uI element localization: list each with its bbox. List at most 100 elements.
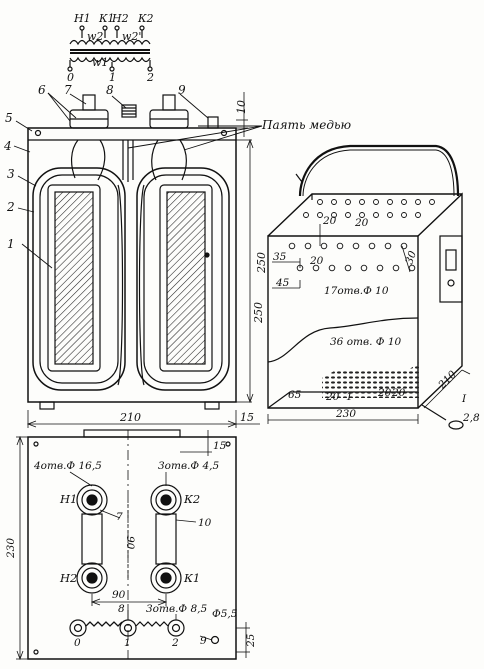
callout-number: 9 [178,83,186,97]
mounting-screw [33,441,39,447]
winding-coil-inner [39,174,119,384]
terminal-label: Н2 [59,571,77,585]
terminal-k1 [150,562,182,594]
terminal-label: 1 [124,637,131,649]
front-dimensions [26,92,260,428]
schematic-terminal-label: К2 [137,12,154,25]
schematic-winding-label: w2 [87,30,103,43]
terminal-label: Н1 [59,492,77,506]
core-yoke [117,184,145,386]
dimension-label: 90 [124,536,136,550]
transformer-housing [27,127,237,403]
lead-wires [71,139,187,181]
handle-bracket-slot [445,249,457,271]
dimension-label: 20 [354,217,369,229]
front-holes [288,242,416,272]
bracket-rivet [447,279,455,287]
callout-number: 1 [7,237,15,251]
winding-coil-outer [32,167,126,391]
handle-bracket [439,235,463,303]
schematic-terminal-label: К1 [98,12,115,25]
dimension-label: 30 [403,249,419,266]
dimension-label: 65 [288,389,302,401]
holes-note: Ф5,5 [212,608,238,620]
dimension-label: 210 [119,411,141,424]
dimension-label: 250 [255,252,268,274]
lead-wires [122,140,134,182]
magnetic-core-window [47,184,101,372]
housing-foot [204,401,220,410]
case-dimensions [267,224,471,424]
dimension-label: 230 [5,538,17,559]
wall-detail-ellipse [448,420,464,430]
plan-dimensions [16,430,250,661]
schematic-winding-label: w2' [122,30,141,43]
core-marker [204,252,210,258]
callout-number: 5 [5,111,13,125]
magnetic-core-window [159,184,213,372]
terminal-dot [79,25,85,31]
mounting-screw [33,649,39,655]
primary-winding-coil [69,56,151,63]
terminal-k2 [150,484,182,516]
callout-number: 6 [38,83,46,97]
holes-note: 3отв.Ф 4,5 [158,460,219,472]
terminal-h1 [76,484,108,516]
terminal-dot [114,25,120,31]
case-isometric-view [267,144,464,430]
dimension-label: 250 [252,302,265,324]
bus-bar [155,513,177,565]
winding-schematic [67,25,153,72]
terminal-bolt [82,94,96,111]
winding-coil-outer [136,167,230,391]
carrying-handle [298,144,460,197]
front-view [27,94,237,410]
dimension-label: 1 [346,391,353,403]
terminal-bolt [207,116,219,129]
terminal-dot [67,66,73,72]
schematic-terminal-label: 0 [67,71,74,84]
dimension-label: 35 [273,251,287,263]
holes-note: 36 отв. Ф 10 [330,336,401,348]
callout-number: 3 [7,167,15,181]
dimension-label: 230 [335,408,356,420]
terminal-dot [139,25,145,31]
terminal-h2 [76,562,108,594]
terminal-dot [109,66,115,72]
mounting-screw [34,129,42,137]
holes-note: 3отв.Ф 8,5 [146,603,207,615]
plate-lip [83,429,181,438]
schematic-terminal-label: 2 [146,71,154,84]
dimension-label: 45 [275,277,290,289]
callout-number: 10 [198,517,212,529]
bus-bar [81,513,103,565]
mounting-screw [220,129,228,137]
schematic-winding-label: w1 [92,56,108,69]
terminal-label: К1 [183,571,200,585]
schematic-terminal-label: Н2 [111,12,129,25]
callout-number: 7 [116,511,123,523]
terminal-dot [147,66,153,72]
dimension-label: 15 [240,411,254,424]
top-holes [303,199,435,218]
dimension-label: 20 [391,387,406,399]
winding-coil-inner [143,174,223,384]
handle-hook [295,173,303,193]
magnetic-core-section [166,191,206,365]
dimension-label: 20 [322,215,337,227]
schematic-terminal-label: 1 [109,71,116,84]
callout-number: 4 [3,139,12,153]
ground-terminal [210,635,220,645]
dimension-label: 20 [377,387,392,399]
bottom-terminal-strip [69,619,220,645]
detail-label: I [461,393,467,405]
solder-note: Паять медью [261,118,351,132]
housing-foot [39,401,55,410]
terminal-bolt [162,94,176,111]
callout-number: 8 [118,603,125,615]
case-cutaway-line [267,317,419,363]
holes-note: 4отв.Ф 16,5 [33,460,102,472]
callout-number: 8 [106,83,114,97]
